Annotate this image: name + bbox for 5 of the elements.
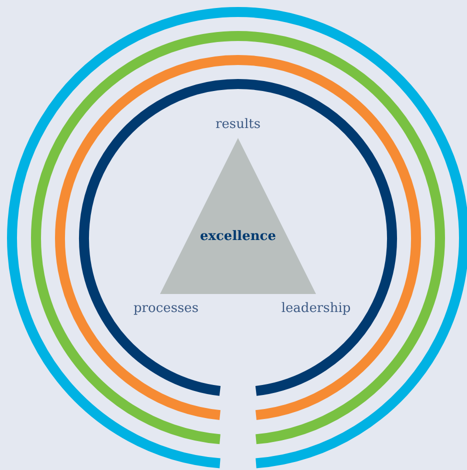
vertex-label: results bbox=[216, 117, 260, 132]
center-label: excellence bbox=[200, 229, 276, 244]
vertex-label: leadership bbox=[281, 301, 351, 316]
vertex-label: processes bbox=[133, 301, 199, 316]
triangle-shape bbox=[160, 138, 316, 294]
